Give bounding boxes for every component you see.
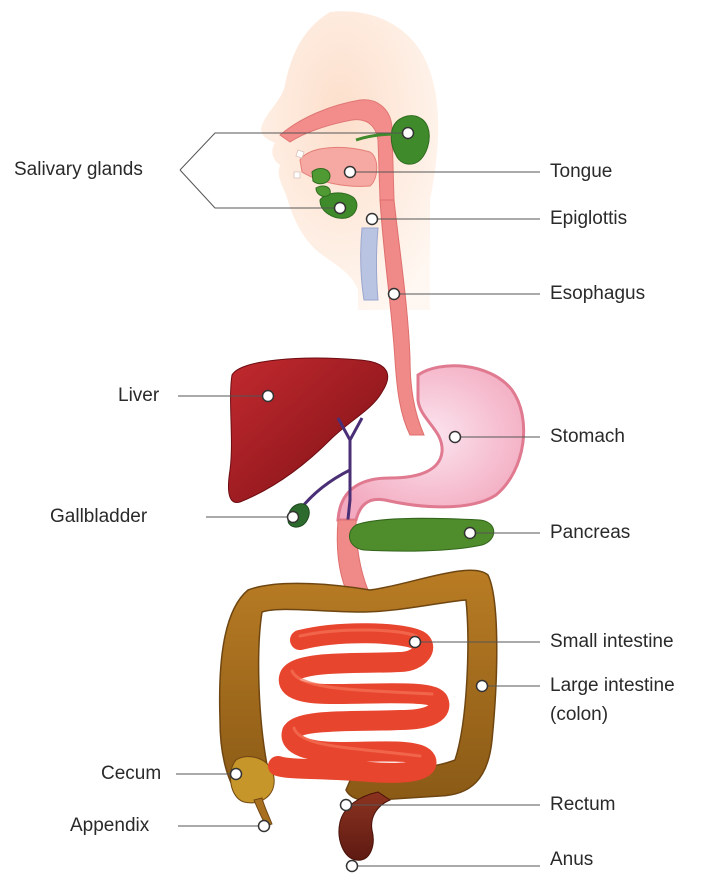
- label-rectum: Rectum: [550, 794, 615, 816]
- trachea: [361, 228, 378, 300]
- label-cecum: Cecum: [101, 763, 161, 785]
- marker-gallbladder: [288, 512, 299, 523]
- small-intestine-coils: [278, 633, 439, 773]
- marker-rectum: [341, 800, 352, 811]
- label-gallbladder: Gallbladder: [50, 506, 147, 528]
- marker-stomach: [450, 432, 461, 443]
- label-tongue: Tongue: [550, 161, 612, 183]
- marker-small-intestine: [410, 637, 421, 648]
- label-pancreas: Pancreas: [550, 522, 630, 544]
- label-small-intestine: Small intestine: [550, 631, 674, 653]
- marker-liver: [263, 391, 274, 402]
- marker-appendix: [259, 821, 270, 832]
- marker-tongue: [345, 167, 356, 178]
- label-stomach: Stomach: [550, 426, 625, 448]
- marker-esophagus: [389, 289, 400, 300]
- label-anus: Anus: [550, 849, 593, 871]
- marker-pancreas: [465, 528, 476, 539]
- label-liver: Liver: [118, 385, 159, 407]
- marker-large-intestine: [477, 681, 488, 692]
- marker-epiglottis: [367, 214, 378, 225]
- label-epiglottis: Epiglottis: [550, 208, 627, 230]
- label-large-intestine-colon: (colon): [550, 704, 608, 726]
- marker-cecum: [231, 769, 242, 780]
- label-large-intestine: Large intestine: [550, 675, 675, 697]
- label-appendix: Appendix: [70, 815, 149, 837]
- label-esophagus: Esophagus: [550, 283, 645, 305]
- label-salivary-glands: Salivary glands: [14, 159, 143, 181]
- marker-salivary-lower: [335, 203, 346, 214]
- marker-salivary-upper: [403, 128, 414, 139]
- marker-anus: [347, 861, 358, 872]
